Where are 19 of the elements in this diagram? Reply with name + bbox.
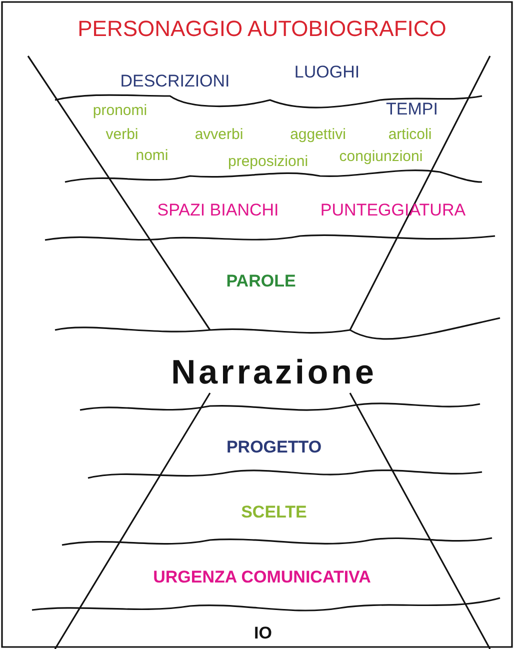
word-class-text: verbi [106, 126, 138, 144]
word-class-text: preposizioni [228, 154, 308, 170]
word-class-text: congiunzioni [339, 148, 423, 166]
word-class-text: articoli [388, 126, 432, 144]
label-text: DESCRIZIONI [120, 72, 230, 92]
label-text: TEMPI [386, 100, 438, 120]
level-label: IO [254, 624, 272, 644]
word-class-text: aggettivi [290, 126, 346, 144]
center-heading: Narrazione [171, 354, 377, 392]
label-text: SPAZI BIANCHI [157, 202, 279, 220]
word-class-text: nomi [136, 148, 168, 164]
level-label: SCELTE [241, 504, 307, 522]
word-class-text: avverbi [194, 126, 244, 144]
level-label: URGENZA COMUNICATIVA [153, 568, 371, 588]
title: PERSONAGGIO AUTOBIOGRAFICO [78, 16, 446, 42]
level-label: PAROLE [226, 272, 296, 292]
word-class-text: pronomi [92, 102, 148, 120]
level-label: PROGETTO [226, 438, 322, 458]
label-text: LUOGHI [294, 64, 360, 82]
